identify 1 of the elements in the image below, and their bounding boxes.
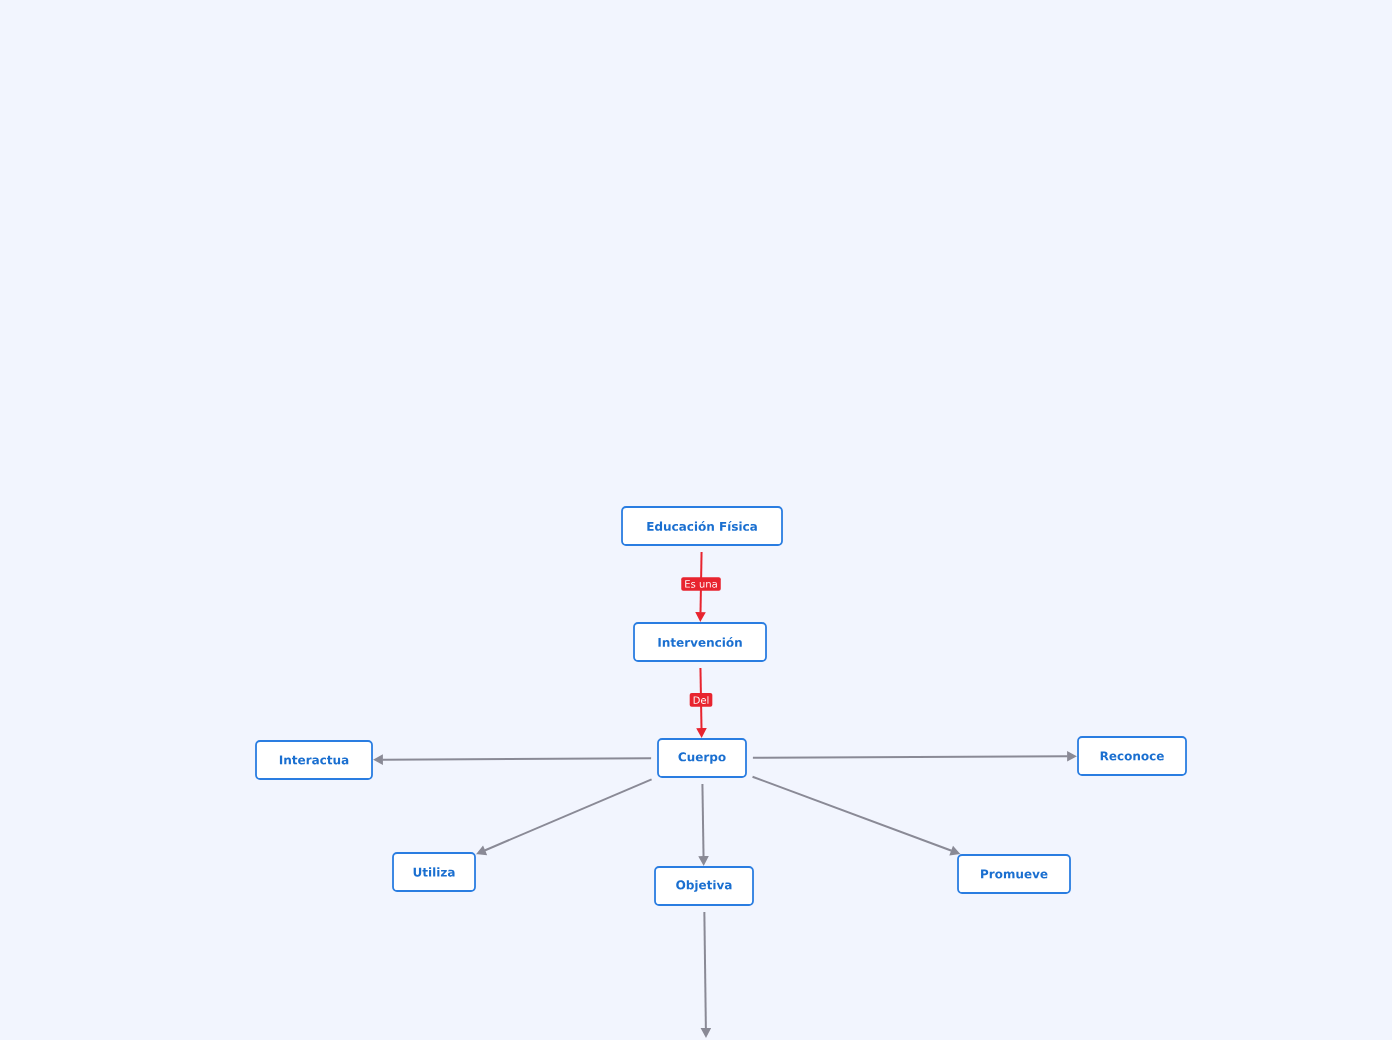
arrow <box>476 778 653 856</box>
